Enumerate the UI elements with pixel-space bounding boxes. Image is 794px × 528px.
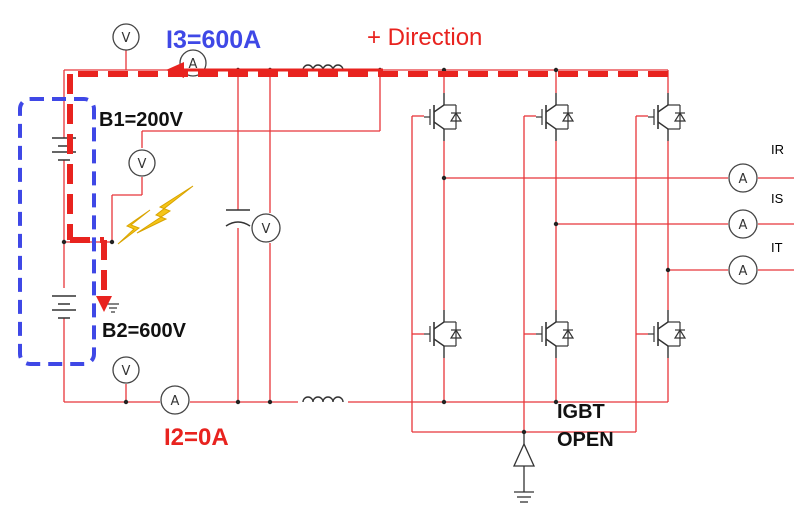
ground-icon — [107, 303, 119, 313]
battery-b2-label: B2=600V — [102, 320, 186, 342]
igbt-label: IGBT — [557, 401, 605, 423]
direction-arrow-icon — [166, 62, 383, 78]
voltmeter-dclink-icon: V — [251, 213, 281, 243]
voltmeter-top-icon: V — [112, 23, 140, 51]
ammeter-bottom-icon: A — [160, 385, 190, 415]
igbt-icon — [423, 309, 462, 359]
wires — [63, 50, 794, 433]
battery-group-outline — [18, 97, 96, 366]
svg-text:A: A — [739, 172, 748, 187]
ammeter-ir-icon: A — [728, 163, 758, 193]
svg-text:A: A — [189, 57, 198, 72]
ammeter-is-icon: A — [728, 209, 758, 239]
igbt-icon — [535, 92, 574, 142]
current-path — [67, 71, 668, 300]
current-i2-label: I2=0A — [164, 424, 229, 451]
phase-label-it: IT — [771, 240, 783, 255]
current-i3-label: I3=600A — [166, 26, 262, 54]
voltmeter-b1-icon: V — [128, 149, 156, 177]
svg-text:V: V — [262, 222, 271, 237]
ammeter-it-icon: A — [728, 255, 758, 285]
gate-source — [512, 432, 536, 503]
voltmeter-bottom-icon: V — [112, 356, 140, 384]
svg-text:V: V — [122, 31, 131, 46]
igbt-open-label: OPEN — [557, 429, 614, 451]
igbt-icon — [423, 92, 462, 142]
svg-text:A: A — [171, 394, 180, 409]
igbt-icon — [535, 309, 574, 359]
capacitor-icon — [225, 209, 251, 227]
battery-b2-icon — [52, 295, 76, 319]
svg-text:A: A — [739, 264, 748, 279]
svg-text:A: A — [739, 218, 748, 233]
svg-text:V: V — [122, 364, 131, 379]
battery-b1-label: B1=200V — [99, 109, 183, 131]
igbt-icon — [647, 309, 686, 359]
phase-label-ir: IR — [771, 142, 784, 157]
lightning-fault-icon — [117, 185, 194, 245]
igbt-icon — [647, 92, 686, 142]
current-arrow-icon — [96, 296, 112, 312]
svg-text:V: V — [138, 157, 147, 172]
phase-label-is: IS — [771, 191, 784, 206]
direction-label: + Direction — [367, 24, 483, 51]
inductor-bottom-icon — [298, 392, 348, 404]
